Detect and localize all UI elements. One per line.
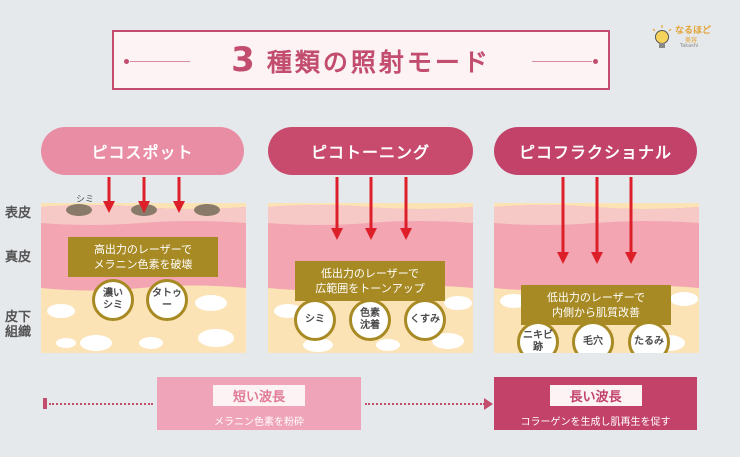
description-line-2: メラニン色素を破壊	[93, 258, 193, 271]
target-label-1: ニキビ	[523, 330, 553, 341]
target-label: たるみ	[634, 336, 664, 347]
label-subcutis-2: 組織	[5, 325, 32, 340]
target-sagging: たるみ	[628, 321, 670, 353]
short-wavelength-box: 短い波長 メラニン色素を粉砕	[157, 377, 361, 430]
shimi-label: シミ	[76, 195, 95, 205]
description-line-1: 高出力のレーザーで	[93, 243, 193, 256]
skin-panel-pico-fractional: 低出力のレーザーで 内側から肌質改善 ニキビ跡 毛穴 たるみ	[494, 203, 699, 353]
target-acne-scar: ニキビ跡	[517, 321, 559, 353]
target-pores: 毛穴	[572, 321, 614, 353]
title-number: 3	[231, 40, 255, 80]
description-box: 高出力のレーザーで メラニン色素を破壊	[68, 237, 218, 277]
long-wavelength-label: 長い波長	[549, 385, 642, 406]
target-pigmentation: 色素沈着	[349, 299, 391, 341]
scale-arrowhead	[484, 398, 493, 410]
target-label: シミ	[305, 314, 325, 325]
description-box: 低出力のレーザーで 内側から肌質改善	[521, 285, 671, 325]
label-subcutis-1: 皮下	[5, 310, 32, 325]
target-label-1: 濃い	[103, 288, 123, 299]
page-title: 3 種類の照射モード	[231, 40, 491, 80]
lightbulb-icon	[652, 25, 672, 48]
label-epidermis: 表皮	[5, 206, 32, 221]
title-box: 3 種類の照射モード	[112, 30, 610, 90]
target-label: 毛穴	[583, 336, 603, 347]
description-line-2: 内側から肌質改善	[552, 306, 640, 319]
description-line-1: 低出力のレーザーで	[320, 267, 420, 280]
title-dot-left	[124, 59, 129, 64]
skin-panel-pico-toning: 低出力のレーザーで 広範囲をトーンアップ シミ 色素沈着 くすみ	[268, 203, 473, 353]
logo-author: Takashi	[680, 43, 699, 49]
mode-pico-fractional: ピコフラクショナル	[494, 127, 697, 175]
title-line-left	[130, 61, 190, 62]
logo-subtext: 美容	[685, 37, 698, 44]
target-label-1: 色素	[360, 308, 380, 319]
scale-dotted-line-left	[49, 403, 153, 405]
short-wavelength-desc: メラニン色素を粉砕	[214, 417, 304, 428]
description-line-2: 広範囲をトーンアップ	[315, 282, 425, 295]
mode-pico-spot: ピコスポット	[41, 127, 244, 175]
label-dermis: 真皮	[5, 250, 32, 265]
description-box: 低出力のレーザーで 広範囲をトーンアップ	[295, 261, 445, 301]
target-label: タトゥー	[152, 288, 182, 311]
target-spot: シミ	[294, 299, 336, 341]
description-line-1: 低出力のレーザーで	[546, 291, 646, 304]
target-label-2: 沈着	[360, 320, 380, 331]
target-dark-spot: 濃いシミ	[92, 279, 134, 321]
scale-dotted-line-right	[365, 403, 485, 405]
short-wavelength-label: 短い波長	[213, 385, 305, 406]
target-label: くすみ	[410, 314, 440, 325]
target-dullness: くすみ	[404, 299, 446, 341]
target-label-2: 跡	[533, 342, 543, 353]
scale-start-cap	[43, 398, 47, 409]
logo: なるほど 美容 Takashi	[651, 21, 713, 51]
target-tattoo: タトゥー	[146, 279, 188, 321]
title-dot-right	[593, 59, 598, 64]
title-text: 種類の照射モード	[266, 48, 491, 77]
long-wavelength-desc: コラーゲンを生成し肌再生を促す	[520, 417, 671, 428]
skin-panel-pico-spot: 高出力のレーザーで メラニン色素を破壊 濃いシミ タトゥー	[41, 203, 246, 353]
title-line-right	[532, 61, 592, 62]
mode-pico-toning: ピコトーニング	[268, 127, 473, 175]
logo-text: なるほど	[675, 26, 712, 36]
long-wavelength-box: 長い波長 コラーゲンを生成し肌再生を促す	[494, 377, 697, 430]
target-label-2: シミ	[103, 300, 123, 311]
